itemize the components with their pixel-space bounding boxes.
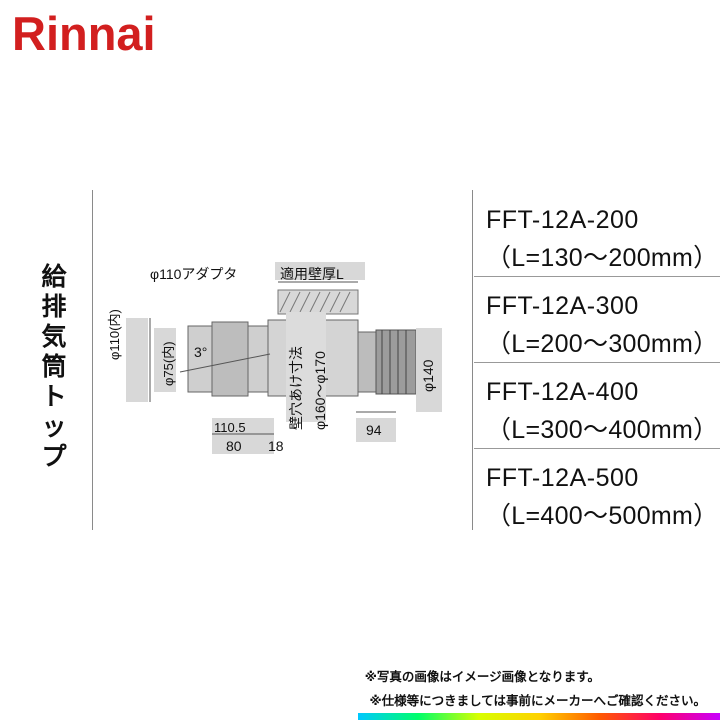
model-range: （L=200〜300mm）: [486, 330, 719, 358]
pipe-flange: [357, 331, 377, 393]
adapter-label: φ110アダプタ: [150, 266, 238, 282]
divider-left: [92, 190, 93, 530]
d140-bg: [416, 328, 442, 412]
dim-110-5: 110.5: [214, 420, 246, 435]
title-char: ッ: [41, 412, 67, 441]
model-row: FFT-12A-300 （L=200〜300mm）: [474, 276, 720, 363]
rainbow-strip: [358, 713, 720, 720]
d75-bg: [154, 328, 176, 392]
divider-right: [472, 190, 473, 530]
angle-label: 3°: [194, 344, 208, 360]
dim-94: 94: [366, 422, 382, 438]
wall-block: [277, 289, 359, 315]
model-range: （L=130〜200mm）: [486, 244, 719, 272]
wall-label-bg: [275, 262, 365, 280]
model-row: FFT-12A-500 （L=400〜500mm）: [474, 448, 720, 534]
dimension-diagram: [126, 262, 442, 454]
title-char: プ: [41, 442, 67, 471]
hole-size-label: 壁穴あけ寸法: [286, 346, 306, 430]
hole-range-label: φ160〜φ170: [312, 351, 328, 430]
title-char: 給: [41, 262, 67, 291]
title-char: ト: [41, 382, 67, 411]
d75-label: φ75(内): [161, 341, 176, 386]
d140-label: φ140: [420, 359, 436, 392]
model-range: （L=400〜500mm）: [486, 502, 719, 530]
title-char: 筒: [41, 352, 67, 381]
d110-bg: [126, 318, 148, 402]
title-char: 排: [41, 292, 67, 321]
terminal-fins: [381, 330, 407, 394]
hole-label-text: 壁穴あけ寸法: [288, 346, 304, 430]
wall-hatch: [279, 291, 351, 313]
note-spec: ※仕様等につきましては事前にメーカーへご確認ください。: [369, 693, 706, 708]
dim-18: 18: [268, 438, 284, 454]
dim-80: 80: [226, 438, 242, 454]
model-name: FFT-12A-400: [486, 378, 639, 406]
angle-line: [179, 353, 271, 373]
model-name: FFT-12A-300: [486, 292, 639, 320]
model-row: FFT-12A-200 （L=130〜200mm）: [474, 190, 720, 277]
product-title: 給 排 気 筒 ト ッ プ: [38, 262, 70, 472]
dim-94-bg: [356, 418, 396, 442]
note-image: ※写真の画像はイメージ画像となります。: [364, 669, 600, 684]
rinnai-logo: Rinnai: [12, 7, 156, 60]
wall-thickness-label: 適用壁厚L: [280, 266, 344, 282]
model-row: FFT-12A-400 （L=300〜400mm）: [474, 362, 720, 449]
title-char: 気: [41, 322, 67, 351]
dim-bottom-bg: [212, 418, 274, 454]
hole-dim-bg: [286, 312, 326, 422]
d110-label: φ110(内): [107, 309, 122, 360]
model-range: （L=300〜400mm）: [486, 416, 719, 444]
model-name: FFT-12A-500: [486, 464, 639, 492]
adapter-band: [211, 321, 249, 397]
model-name: FFT-12A-200: [486, 206, 639, 234]
